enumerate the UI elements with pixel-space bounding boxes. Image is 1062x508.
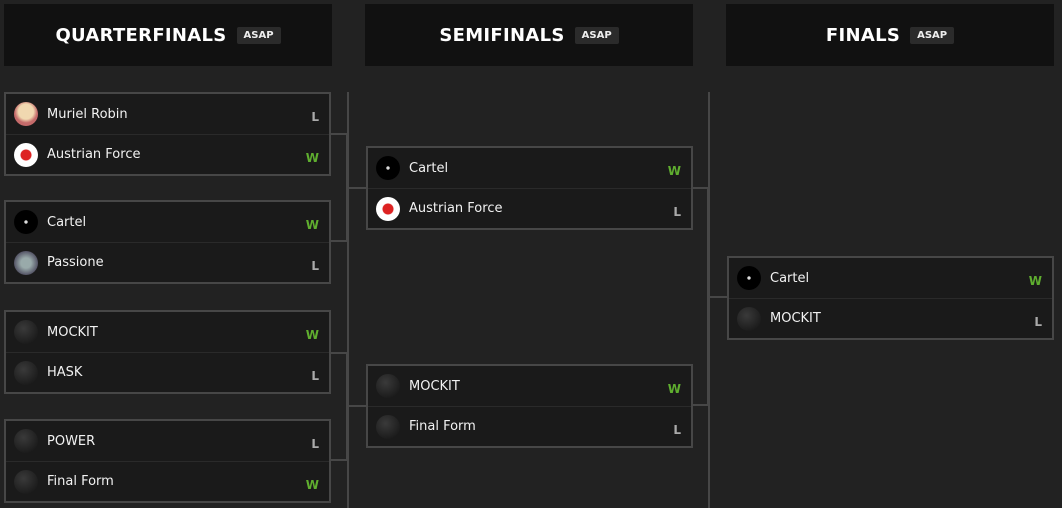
match-sf1[interactable]: Cartel W Austrian Force L <box>366 146 693 230</box>
match-sf2[interactable]: MOCKIT W Final Form L <box>366 364 693 448</box>
match-result: W <box>305 150 319 165</box>
round-header-quarterfinals: QUARTERFINALS ASAP <box>4 4 332 66</box>
team-logo-icon <box>376 374 400 398</box>
team-row[interactable]: Cartel W <box>729 258 1052 298</box>
team-name: Final Form <box>47 474 114 489</box>
round-badge: ASAP <box>910 26 955 44</box>
team-logo-icon <box>14 469 38 494</box>
team-row[interactable]: Cartel W <box>368 148 691 188</box>
round-title: SEMIFINALS <box>439 24 565 46</box>
team-row[interactable]: POWER L <box>6 421 329 461</box>
team-logo-icon <box>376 156 400 180</box>
team-logo-icon <box>14 360 38 385</box>
team-name: MOCKIT <box>770 311 821 326</box>
team-logo-icon <box>14 142 38 167</box>
match-qf2[interactable]: Cartel W Passione L <box>4 200 331 284</box>
round-badge: ASAP <box>574 26 619 44</box>
team-name: Cartel <box>409 160 449 176</box>
match-result: W <box>1028 274 1042 288</box>
match-result: L <box>673 422 681 437</box>
team-name: MOCKIT <box>409 378 460 394</box>
team-row[interactable]: Passione L <box>6 242 329 282</box>
team-row[interactable]: MOCKIT W <box>368 366 691 406</box>
team-name: MOCKIT <box>47 324 98 340</box>
team-name: Passione <box>47 255 104 270</box>
team-row[interactable]: Muriel Robin L <box>6 94 329 134</box>
team-name: Muriel Robin <box>47 106 128 122</box>
team-logo-icon <box>376 196 400 221</box>
team-row[interactable]: Austrian Force W <box>6 134 329 174</box>
team-name: Cartel <box>47 214 87 230</box>
round-badge: ASAP <box>236 26 281 44</box>
match-result: W <box>305 218 319 232</box>
team-name: POWER <box>47 433 96 449</box>
team-logo-icon <box>376 414 400 439</box>
team-row[interactable]: Final Form L <box>368 406 691 446</box>
match-qf4[interactable]: POWER L Final Form W <box>4 419 331 503</box>
match-result: L <box>311 368 319 383</box>
team-row[interactable]: Cartel W <box>6 202 329 242</box>
team-name: Austrian Force <box>409 201 503 216</box>
team-name: HASK <box>47 365 83 380</box>
team-logo-icon <box>14 210 38 234</box>
match-f[interactable]: Cartel W MOCKIT L <box>727 256 1054 340</box>
match-result: W <box>667 382 681 396</box>
team-name: Cartel <box>770 270 810 286</box>
team-name: Final Form <box>409 419 476 434</box>
round-title: QUARTERFINALS <box>55 24 227 46</box>
match-qf3[interactable]: MOCKIT W HASK L <box>4 310 331 394</box>
match-result: W <box>305 328 319 342</box>
team-row[interactable]: HASK L <box>6 352 329 392</box>
round-title: FINALS <box>825 24 901 46</box>
match-result: W <box>305 477 319 492</box>
team-row[interactable]: MOCKIT W <box>6 312 329 352</box>
match-qf1[interactable]: Muriel Robin L Austrian Force W <box>4 92 331 176</box>
team-logo-icon <box>14 320 38 344</box>
team-row[interactable]: MOCKIT L <box>729 298 1052 338</box>
match-result: L <box>1034 314 1042 329</box>
round-header-semifinals: SEMIFINALS ASAP <box>365 4 693 66</box>
match-result: L <box>311 437 319 451</box>
team-logo-icon <box>737 306 761 331</box>
team-row[interactable]: Austrian Force L <box>368 188 691 228</box>
team-logo-icon <box>14 102 38 126</box>
team-row[interactable]: Final Form W <box>6 461 329 501</box>
match-result: L <box>311 258 319 273</box>
team-name: Austrian Force <box>47 147 141 162</box>
team-logo-icon <box>14 429 38 453</box>
match-result: W <box>667 164 681 178</box>
match-result: L <box>311 110 319 124</box>
match-result: L <box>673 204 681 219</box>
team-logo-icon <box>737 266 761 290</box>
team-logo-icon <box>14 250 38 275</box>
round-header-finals: FINALS ASAP <box>726 4 1054 66</box>
